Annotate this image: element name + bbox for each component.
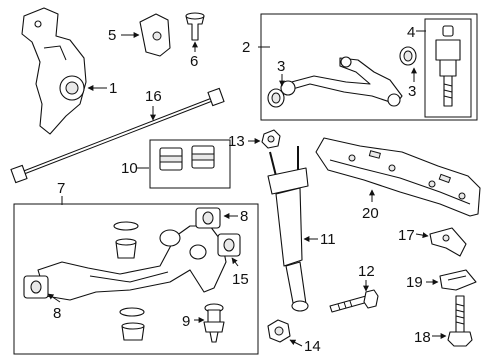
callout-10: 10 [121, 160, 138, 177]
bolt-18 [447, 295, 473, 347]
steering-knuckle [21, 7, 87, 135]
upper-control-arm [280, 56, 403, 107]
upper-ball-joint [435, 25, 461, 107]
lower-arm-bushing-cup-bottom [121, 322, 145, 341]
lower-ball-joint [203, 303, 225, 343]
callout-9: 9 [182, 313, 190, 330]
bushing-group-box [149, 139, 231, 189]
upper-arm-bushing-front [267, 88, 285, 108]
bracket-19 [439, 269, 477, 291]
callout-11: 11 [320, 231, 336, 248]
callout-14: 14 [304, 338, 321, 355]
ball-joint-inset-box [424, 18, 472, 118]
lower-control-arm [37, 225, 227, 301]
callout-17: 17 [398, 227, 415, 244]
callout-15: 15 [232, 271, 249, 288]
callout-3a: 3 [277, 58, 285, 75]
nut-13 [261, 129, 281, 149]
callout-7: 7 [57, 180, 65, 197]
shock-absorber [267, 146, 309, 312]
callout-14-leader [289, 339, 303, 347]
callout-4: 4 [407, 24, 415, 41]
bracket-17 [429, 227, 467, 257]
lower-arm-bushing-cup [115, 238, 137, 259]
bump-stop-bracket [139, 13, 171, 57]
upper-control-arm-group-box [260, 13, 478, 121]
callout-16: 16 [145, 88, 162, 105]
callout-1: 1 [109, 80, 117, 97]
callout-19: 19 [406, 274, 423, 291]
callout-5: 5 [108, 27, 116, 44]
callout-18: 18 [414, 329, 431, 346]
callout-2: 2 [242, 39, 250, 56]
crossmember [315, 137, 481, 217]
bolt-12 [329, 289, 379, 313]
callout-8b: 8 [53, 305, 61, 322]
lower-arm-bushing-rear [195, 207, 221, 229]
callout-13: 13 [228, 133, 245, 150]
callout-3b: 3 [408, 83, 416, 100]
callout-15-leader [231, 257, 239, 267]
upper-arm-bushing-rear [399, 46, 417, 66]
callout-8b-leader [47, 293, 61, 303]
lower-arm-bushing-front [23, 275, 49, 299]
bump-stop [185, 12, 205, 41]
callout-8a: 8 [240, 208, 248, 225]
lower-arm-washer-bottom [119, 307, 145, 317]
callout-12: 12 [358, 263, 375, 280]
callout-17-leader [415, 232, 429, 239]
lower-arm-washer-top [113, 221, 139, 231]
nut-14 [267, 319, 291, 343]
stabilizer-bushings [159, 145, 215, 171]
lower-arm-bushing-15 [217, 233, 241, 257]
callout-6: 6 [190, 53, 198, 70]
lower-control-arm-group-box [13, 203, 259, 355]
callout-20: 20 [362, 205, 379, 222]
stabilizer-shaft [10, 87, 225, 184]
